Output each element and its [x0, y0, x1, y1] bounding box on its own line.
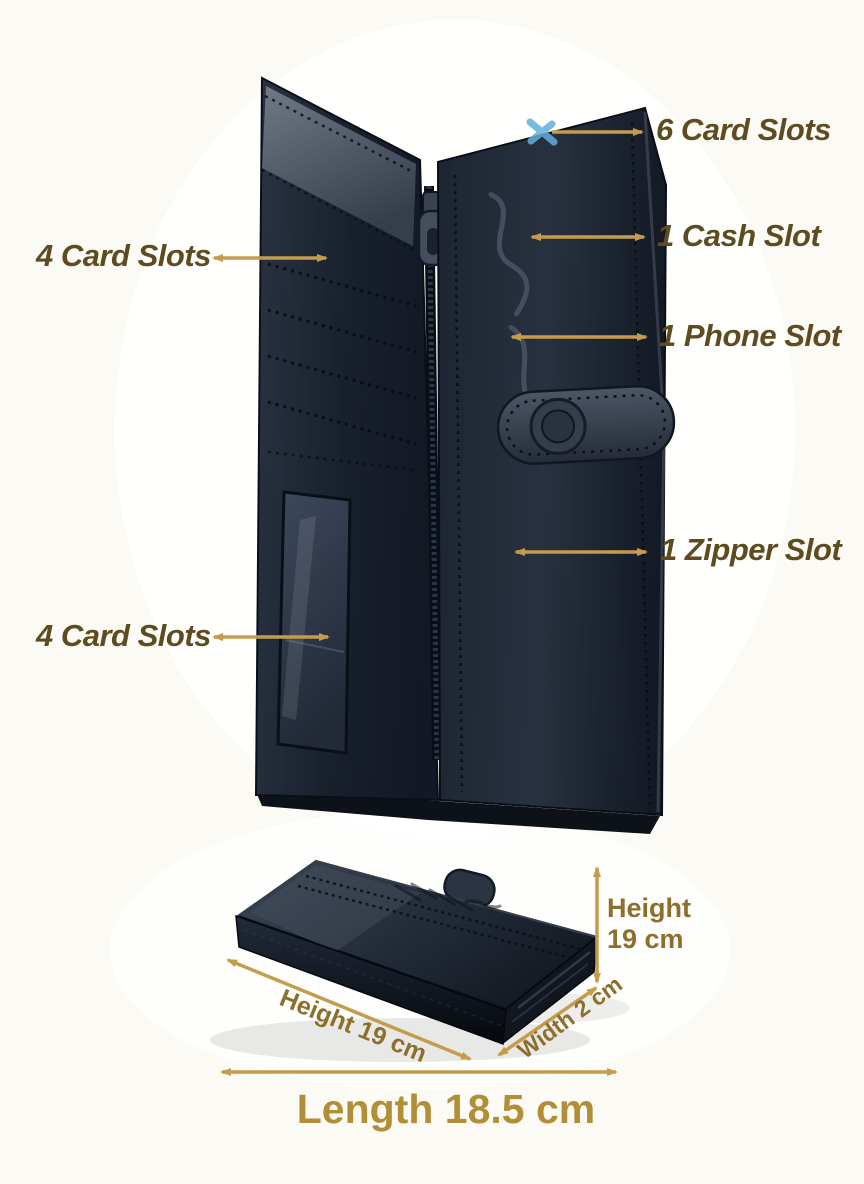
zipper [417, 185, 448, 761]
arrow-width [497, 986, 598, 1057]
callout-4-card-slots-bottom: 4 Card Slots [36, 618, 211, 653]
card-slot-stitches-top [267, 262, 417, 446]
callout-4-card-slots-top: 4 Card Slots [36, 238, 211, 273]
dimension-height-side-line2: 19 cm [607, 924, 684, 954]
dimension-height-side: Height 19 cm [607, 893, 691, 955]
blue-x-marker [526, 118, 558, 146]
callout-1-phone-slot: 1 Phone Slot [659, 318, 841, 353]
snap-strap [496, 384, 676, 465]
callout-1-cash-slot: 1 Cash Slot [657, 218, 821, 253]
arrow-height-bottom [226, 958, 472, 1061]
id-window [276, 490, 352, 755]
dimension-height-side-line1: Height [607, 893, 691, 923]
dimension-length: Length 18.5 cm [296, 1086, 596, 1132]
embossed-logo-closed [394, 882, 502, 912]
callout-1-zipper-slot: 1 Zipper Slot [660, 532, 842, 567]
callout-6-card-slots: 6 Card Slots [656, 112, 831, 147]
open-wallet-photo [254, 76, 676, 834]
